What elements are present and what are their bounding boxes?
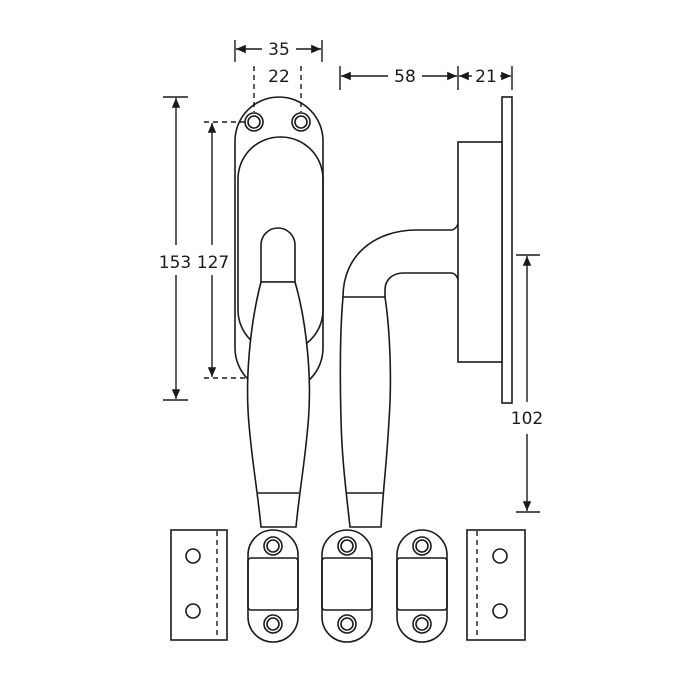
rosette-part-1 [247, 529, 299, 643]
handle-arm-outer [342, 223, 459, 298]
accessories [170, 529, 526, 643]
dimension-label: 127 [197, 253, 229, 273]
side-view [339, 96, 513, 528]
dimension-label: 102 [511, 409, 543, 429]
dimension-label: 21 [475, 67, 497, 87]
screw-hole-icon [244, 112, 311, 132]
left-mounting-plate [170, 529, 228, 641]
rosette-part-2 [321, 529, 373, 643]
base-plate [501, 96, 513, 404]
dimension-58-21: 58 21 [339, 66, 513, 90]
dimension-label: 35 [268, 40, 290, 60]
dimension-label: 58 [394, 67, 416, 87]
dimension-22: 22 [253, 66, 302, 112]
handle-grip [246, 281, 311, 528]
dimension-102: 102 [511, 254, 543, 513]
rosette-part-3 [396, 529, 448, 643]
front-view [234, 96, 324, 528]
rosette-side [457, 141, 503, 363]
handle-grip-side [339, 296, 392, 528]
dimension-153: 153 [159, 96, 191, 401]
right-mounting-plate [466, 529, 526, 641]
dimension-label: 22 [268, 67, 290, 87]
dimension-35: 35 [234, 40, 323, 62]
dimension-127: 127 [197, 121, 246, 379]
handle-neck [260, 227, 296, 283]
dimension-label: 153 [159, 253, 191, 273]
